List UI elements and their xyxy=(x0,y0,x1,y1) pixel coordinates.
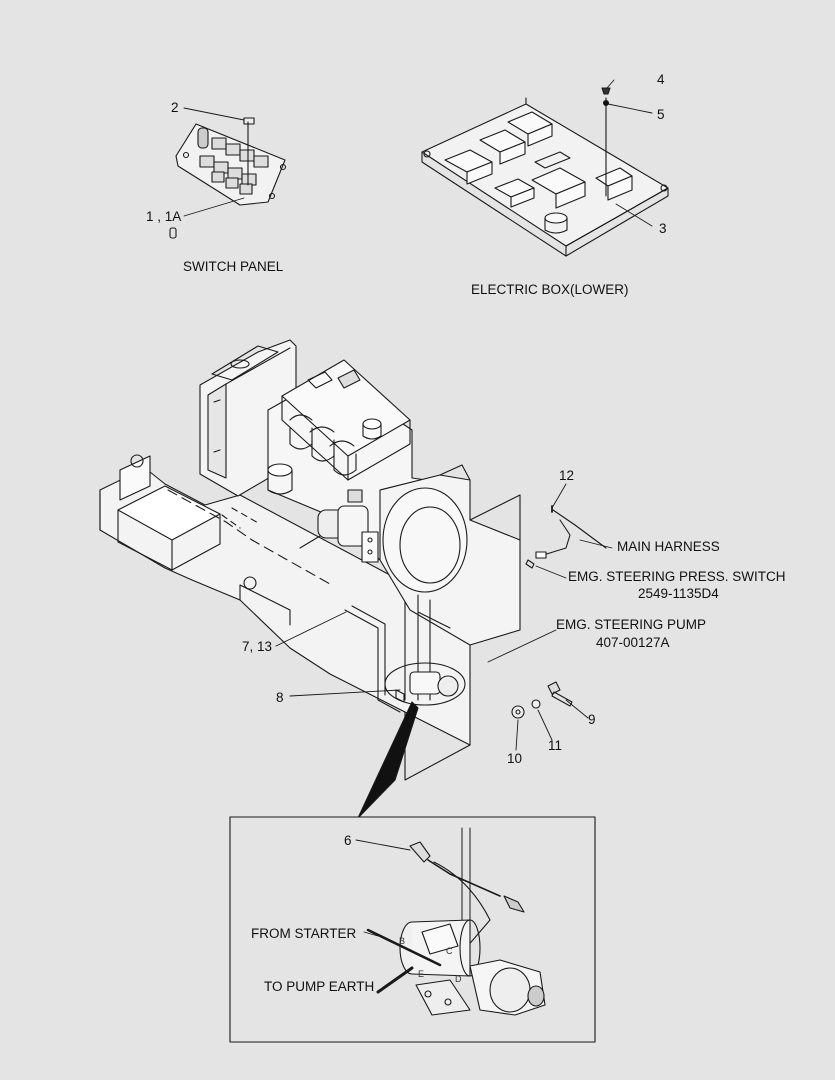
leader-lines xyxy=(183,79,653,937)
press-switch-label: EMG. STEERING PRESS. SWITCH xyxy=(568,569,786,584)
callout-3: 3 xyxy=(659,221,667,236)
electric-box-drawing xyxy=(421,87,669,257)
callout-10: 10 xyxy=(507,751,523,766)
machine-assembly-drawing xyxy=(99,339,607,819)
switch-panel-drawing xyxy=(169,117,287,239)
switch-panel-label: SWITCH PANEL xyxy=(183,259,284,274)
to-pump-earth-label: TO PUMP EARTH xyxy=(264,979,375,994)
terminal-d: D xyxy=(455,974,462,984)
main-harness-label: MAIN HARNESS xyxy=(617,539,720,554)
callout-4: 4 xyxy=(657,72,665,87)
callout-12: 12 xyxy=(559,468,575,483)
pump-label: EMG. STEERING PUMP xyxy=(556,617,707,632)
callout-2: 2 xyxy=(171,100,179,115)
callout-1-1a: 1 , 1A xyxy=(146,209,182,224)
electric-box-label: ELECTRIC BOX(LOWER) xyxy=(471,282,629,297)
terminal-e: E xyxy=(418,969,425,979)
pump-part-number: 407-00127A xyxy=(596,635,670,650)
callout-6: 6 xyxy=(344,833,352,848)
terminal-c: C xyxy=(446,946,453,956)
callout-5: 5 xyxy=(657,107,665,122)
callout-9: 9 xyxy=(588,712,596,727)
from-starter-label: FROM STARTER xyxy=(251,926,357,941)
detail-box-drawing xyxy=(229,816,596,1043)
press-switch-part-number: 2549-1135D4 xyxy=(638,586,719,601)
callout-7-13: 7, 13 xyxy=(242,639,273,654)
terminal-b: B xyxy=(399,936,406,946)
callout-11: 11 xyxy=(548,738,563,753)
callout-8: 8 xyxy=(276,690,284,705)
